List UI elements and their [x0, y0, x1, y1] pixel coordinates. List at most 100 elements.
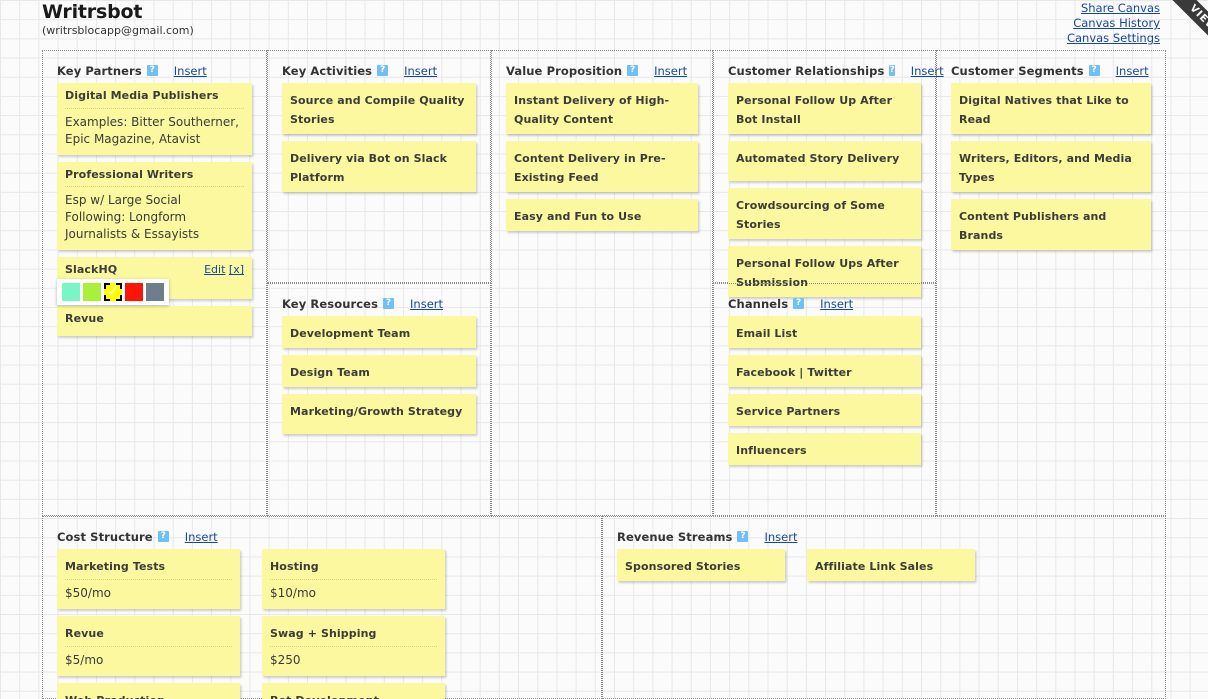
note-body: $5/mo: [65, 646, 232, 669]
note-card[interactable]: Digital Media Publishers Examples: Bitte…: [57, 83, 252, 155]
note-card[interactable]: Marketing Tests $50/mo: [57, 549, 240, 609]
canvas-history-link[interactable]: Canvas History: [1073, 16, 1160, 30]
note-card[interactable]: Revue $5/mo: [57, 616, 240, 676]
note-edit-link[interactable]: Edit: [204, 263, 226, 276]
note-title: Personal Follow Up After Bot Install: [736, 94, 893, 126]
note-card[interactable]: Bot Development $100: [262, 683, 445, 699]
note-card[interactable]: Hosting $10/mo: [262, 549, 445, 609]
help-icon[interactable]: ?: [146, 65, 158, 76]
notes-list: Personal Follow Up After Bot Install Aut…: [714, 81, 935, 297]
notes-two-column: Marketing Tests $50/mo Revue $5/mo Web P…: [43, 547, 601, 699]
note-card[interactable]: Web Production $100: [57, 683, 240, 699]
swatch-red[interactable]: [125, 283, 143, 301]
note-header: SlackHQ Edit [x]: [65, 263, 244, 277]
note-body: Examples: Bitter Southerner, Epic Magazi…: [65, 107, 244, 148]
note-title: Development Team: [290, 327, 411, 340]
insert-link[interactable]: Insert: [1115, 63, 1149, 78]
note-header: Revue: [65, 312, 244, 326]
swatch-slate[interactable]: [146, 283, 164, 301]
note-card[interactable]: Content Publishers and Brands: [951, 199, 1151, 250]
note-card[interactable]: Professional Writers Esp w/ Large Social…: [57, 161, 252, 250]
section-title: Revenue Streams: [617, 529, 733, 544]
notes-list: Source and Compile Quality Stories Deliv…: [268, 81, 490, 192]
note-card[interactable]: Service Partners: [728, 394, 921, 426]
note-card[interactable]: Writers, Editors, and Media Types: [951, 141, 1151, 192]
note-title: Bot Development: [270, 694, 379, 699]
note-title: Facebook | Twitter: [736, 366, 852, 379]
note-header: Professional Writers: [65, 168, 244, 182]
note-card[interactable]: Crowdsourcing of Some Stories: [728, 188, 921, 239]
help-icon[interactable]: ?: [1088, 65, 1100, 76]
insert-link[interactable]: Insert: [184, 529, 218, 544]
section-title: Key Activities: [282, 63, 373, 78]
canvas-row-bottom: Cost Structure ? Insert Marketing Tests …: [42, 516, 1166, 699]
help-icon[interactable]: ?: [377, 65, 389, 76]
note-card[interactable]: Influencers: [728, 433, 921, 465]
note-card[interactable]: Marketing/Growth Strategy: [282, 394, 476, 434]
note-title: Affiliate Link Sales: [815, 560, 934, 573]
note-title: Marketing Tests: [65, 560, 166, 573]
column-activities-resources: Key Activities ? Insert Source and Compi…: [267, 50, 491, 516]
note-delete-link[interactable]: [x]: [228, 263, 244, 276]
help-icon[interactable]: ?: [383, 298, 395, 309]
preview-ribbon: VIEW: [1154, 0, 1208, 54]
notes-list: Digital Media Publishers Examples: Bitte…: [43, 81, 266, 336]
note-card[interactable]: Facebook | Twitter: [728, 355, 921, 387]
note-card[interactable]: Sponsored Stories: [617, 549, 785, 581]
note-card[interactable]: Delivery via Bot on Slack Platform: [282, 141, 476, 192]
note-title: Content Delivery in Pre-Existing Feed: [514, 152, 666, 184]
section-cost-structure: Cost Structure ? Insert Marketing Tests …: [42, 516, 602, 699]
insert-link[interactable]: Insert: [820, 296, 854, 311]
section-key-partners: Key Partners ? Insert Digital Media Publ…: [42, 50, 267, 516]
note-card[interactable]: Content Delivery in Pre-Existing Feed: [506, 141, 698, 192]
business-model-canvas: Key Partners ? Insert Digital Media Publ…: [42, 50, 1166, 699]
note-body: $10/mo: [270, 579, 437, 602]
swatch-yellow[interactable]: [104, 281, 122, 301]
owner-email: (writrsblocapp@gmail.com): [42, 24, 194, 37]
swatch-mint[interactable]: [62, 283, 80, 301]
insert-link[interactable]: Insert: [764, 529, 798, 544]
note-card[interactable]: Easy and Fun to Use: [506, 199, 698, 231]
help-icon[interactable]: ?: [627, 65, 639, 76]
section-revenue-streams: Revenue Streams ? Insert Sponsored Stori…: [602, 516, 1166, 699]
insert-link[interactable]: Insert: [654, 63, 688, 78]
note-card[interactable]: Automated Story Delivery: [728, 141, 921, 181]
note-title: Web Production: [65, 694, 165, 699]
section-customer-relationships: Customer Relationships ? Insert Personal…: [713, 50, 944, 297]
note-card[interactable]: Revue: [57, 306, 252, 336]
color-palette[interactable]: [57, 279, 169, 305]
note-card[interactable]: Digital Natives that Like to Read: [951, 83, 1151, 134]
note-card[interactable]: Email List: [728, 316, 921, 348]
note-card[interactable]: Source and Compile Quality Stories: [282, 83, 476, 134]
insert-link[interactable]: Insert: [410, 296, 444, 311]
help-icon[interactable]: ?: [793, 298, 805, 309]
note-card[interactable]: Design Team: [282, 355, 476, 387]
note-card[interactable]: Personal Follow Ups After Submission: [728, 246, 921, 297]
note-card[interactable]: Development Team: [282, 316, 476, 348]
top-links: Share Canvas Canvas History Canvas Setti…: [1067, 1, 1160, 46]
swatch-lime[interactable]: [83, 283, 101, 301]
note-title: Design Team: [290, 366, 370, 379]
note-card[interactable]: Affiliate Link Sales: [807, 549, 975, 581]
section-header: Channels ? Insert: [714, 284, 935, 314]
note-title: Revue: [65, 312, 104, 325]
note-card-slackhq[interactable]: SlackHQ Edit [x]: [57, 257, 252, 305]
insert-link[interactable]: Insert: [404, 63, 438, 78]
help-icon[interactable]: ?: [889, 65, 895, 76]
help-icon[interactable]: ?: [157, 531, 169, 542]
column-relationships-channels: Customer Relationships ? Insert Personal…: [713, 50, 944, 516]
help-icon[interactable]: ?: [737, 531, 749, 542]
notes-list: Instant Delivery of High-Quality Content…: [492, 81, 712, 231]
note-card[interactable]: Personal Follow Up After Bot Install: [728, 83, 921, 134]
share-canvas-link[interactable]: Share Canvas: [1080, 1, 1160, 15]
section-value-proposition: Value Proposition ? Insert Instant Deliv…: [491, 50, 713, 516]
notes-list: Development Team Design Team Marketing/G…: [268, 314, 490, 434]
canvas-settings-link[interactable]: Canvas Settings: [1066, 31, 1160, 45]
note-card[interactable]: Swag + Shipping $250: [262, 616, 445, 676]
notes-column-right: Affiliate Link Sales: [807, 549, 975, 588]
insert-link[interactable]: Insert: [173, 63, 207, 78]
canvas-row-top: Key Partners ? Insert Digital Media Publ…: [42, 50, 1166, 516]
section-header: Customer Relationships ? Insert: [714, 51, 944, 81]
note-card[interactable]: Instant Delivery of High-Quality Content: [506, 83, 698, 134]
insert-link[interactable]: Insert: [910, 63, 944, 78]
